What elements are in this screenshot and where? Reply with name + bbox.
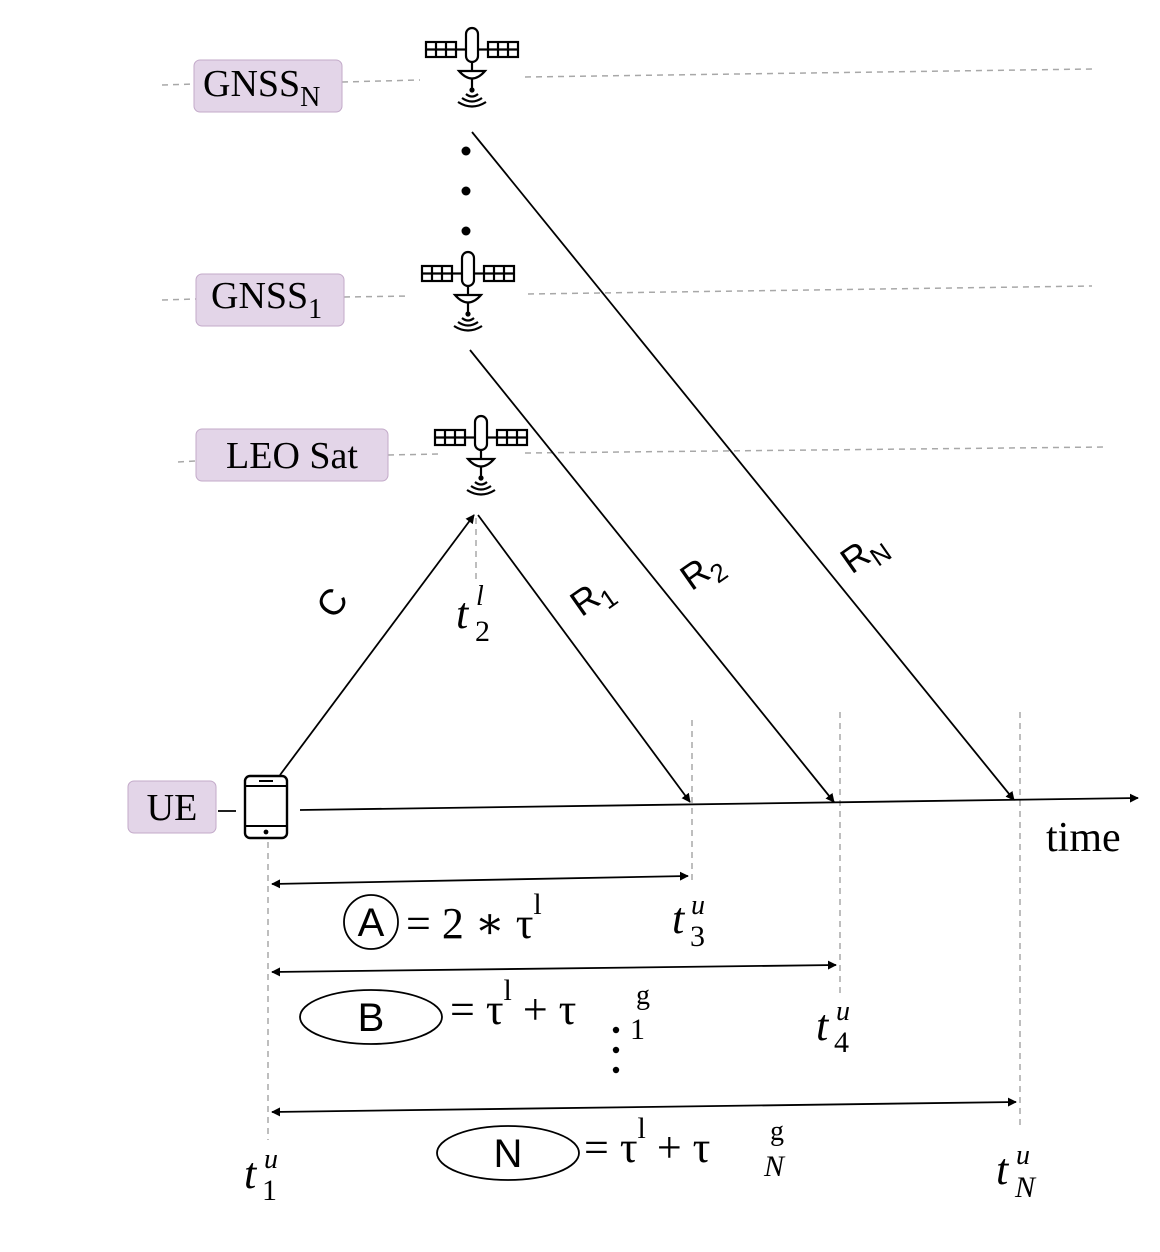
duration-arrow-n <box>271 1097 1017 1117</box>
time-axis <box>299 793 1139 811</box>
ellipsis-dots-icon <box>461 146 471 236</box>
link-r1-label: R1 <box>562 567 623 630</box>
ellipsis-dots-icon <box>612 1026 620 1074</box>
timestamp-t1u: t u 1 <box>244 1144 278 1207</box>
svg-text:u: u <box>1016 1140 1030 1171</box>
svg-text:t: t <box>672 894 686 943</box>
svg-text:1: 1 <box>630 1013 645 1046</box>
gnss-1-label: GNSS1 <box>195 273 345 327</box>
timestamp-t4u: t u 4 <box>816 996 850 1059</box>
svg-text:B: B <box>358 996 385 1040</box>
svg-text:N: N <box>1014 1171 1037 1204</box>
svg-text:GNSSN: GNSSN <box>203 63 320 113</box>
link-c <box>279 514 475 776</box>
orbit-line-gnss-1 <box>161 285 1093 301</box>
svg-text:= 2 ∗ τl: = 2 ∗ τl <box>406 888 542 948</box>
link-r2 <box>469 349 835 803</box>
equation-b-marker <box>299 989 443 1045</box>
svg-text:l: l <box>476 581 484 612</box>
smartphone-icon <box>218 774 289 840</box>
svg-text:u: u <box>264 1144 278 1175</box>
svg-text:UE: UE <box>147 787 198 829</box>
orbit-line-leo <box>177 446 1106 463</box>
svg-text:4: 4 <box>834 1026 849 1059</box>
svg-text:A: A <box>358 901 385 945</box>
svg-text:= τl + τ: = τl + τ <box>584 1112 710 1172</box>
satellite-icon <box>424 26 520 108</box>
duration-arrow-a <box>271 871 689 889</box>
svg-text:g: g <box>770 1116 784 1147</box>
svg-text:g: g <box>636 980 650 1011</box>
equation-a: A = 2 ∗ τl <box>343 888 542 950</box>
link-r1 <box>477 514 691 803</box>
timestamp-tnu: t u N <box>996 1140 1037 1204</box>
equation-n-marker <box>436 1125 580 1181</box>
link-rn <box>471 131 1015 801</box>
svg-text:LEO Sat: LEO Sat <box>226 435 358 477</box>
svg-text:t: t <box>996 1145 1010 1194</box>
svg-text:u: u <box>691 890 705 921</box>
equation-a-marker <box>343 894 399 950</box>
svg-text:t: t <box>244 1149 258 1198</box>
orbit-line-gnss-n <box>161 68 1093 86</box>
svg-text:= τl + τ: = τl + τ <box>450 974 576 1034</box>
timestamp-t3u: t u 3 <box>672 890 705 953</box>
leo-sat-label: LEO Sat <box>195 428 389 482</box>
link-c-label: C <box>308 580 356 625</box>
equation-b: B = τl + τ g 1 <box>299 974 650 1046</box>
link-r2-label: R2 <box>672 541 733 604</box>
svg-text:t: t <box>816 1001 830 1050</box>
svg-text:u: u <box>836 996 850 1027</box>
svg-text:GNSS1: GNSS1 <box>211 275 322 325</box>
svg-text:2: 2 <box>475 615 490 648</box>
svg-text:N: N <box>494 1132 523 1176</box>
duration-arrow-b <box>271 960 837 977</box>
satellite-icon <box>420 250 516 332</box>
svg-text:t: t <box>456 589 470 638</box>
equation-n: N = τl + τ g N <box>436 1112 786 1183</box>
satellite-icon <box>433 414 529 496</box>
svg-text:3: 3 <box>690 920 705 953</box>
timestamp-t2l: t l 2 <box>456 581 490 648</box>
time-axis-label: time <box>1046 815 1121 861</box>
svg-text:1: 1 <box>262 1174 277 1207</box>
link-rn-label: RN <box>833 522 897 587</box>
svg-text:N: N <box>763 1150 786 1183</box>
gnss-n-label: GNSSN <box>193 59 343 113</box>
ue-label: UE <box>127 780 217 834</box>
